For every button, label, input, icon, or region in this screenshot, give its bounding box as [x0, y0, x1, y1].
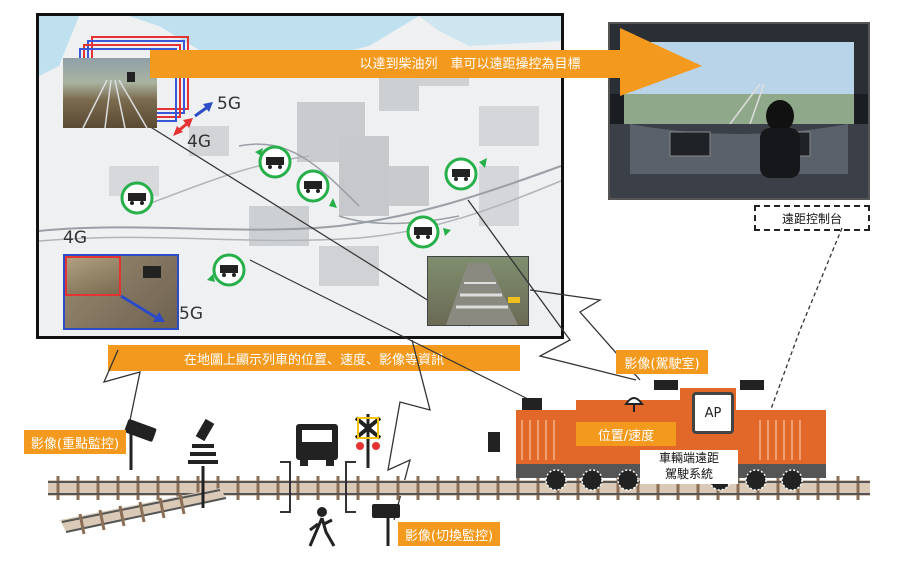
loco-camera-icon: [488, 432, 500, 452]
blue-arrow-icon: [120, 266, 165, 322]
callout-vehicle-system-line1: 車輛端遠距: [658, 451, 719, 465]
train-markers: [120, 145, 487, 287]
callout-switching-video: 影像(切換監控): [398, 522, 500, 546]
callout-cab-video: 影像(駕駛室): [616, 350, 708, 374]
crossing-camera-image: [427, 256, 529, 326]
train-marker-icon: [255, 145, 292, 179]
network-label-4g-left: 4G: [63, 228, 87, 248]
link-arrows-icon: [173, 102, 213, 136]
train-marker-icon: [444, 157, 487, 191]
truck-icon: [296, 424, 338, 466]
network-label-5g-top: 5G: [217, 94, 241, 114]
network-label-4g-top: 4G: [187, 132, 211, 152]
switch-machine-icon: [188, 418, 218, 508]
callout-vehicle-system: 車輛端遠距 駕駛系統: [640, 450, 738, 484]
pedestrian-icon: [308, 507, 336, 547]
goal-arrow-icon: [150, 28, 702, 96]
ap-device-icon: AP: [692, 392, 734, 434]
callout-vehicle-system-line2: 駕駛系統: [664, 467, 713, 481]
camera-panel-blue: [63, 254, 179, 330]
train-marker-icon: [120, 181, 154, 215]
gps-antenna-icon: [624, 397, 644, 412]
remote-console-label: 遠距控制台: [754, 205, 870, 231]
map-caption: 在地圖上顯示列車的位置、速度、影像等資訊: [108, 345, 520, 371]
train-marker-icon: [296, 169, 337, 208]
callout-position-speed: 位置/速度: [576, 422, 676, 446]
train-marker-icon: [207, 253, 246, 287]
fixed-camera-icon: [124, 419, 157, 470]
railroad-crossing-icon: [354, 414, 382, 468]
switching-camera-icon: [372, 504, 400, 546]
callout-fixed-point-video: 影像(重點監控): [24, 430, 126, 454]
train-marker-icon: [406, 215, 451, 249]
network-label-5g-bottom: 5G: [179, 304, 203, 324]
camera-inset-red: [65, 256, 121, 296]
track-camera-thumbnail: [63, 58, 157, 129]
goal-arrow-label: 以達到柴油列 車可以遠距操控為目標: [359, 57, 581, 72]
